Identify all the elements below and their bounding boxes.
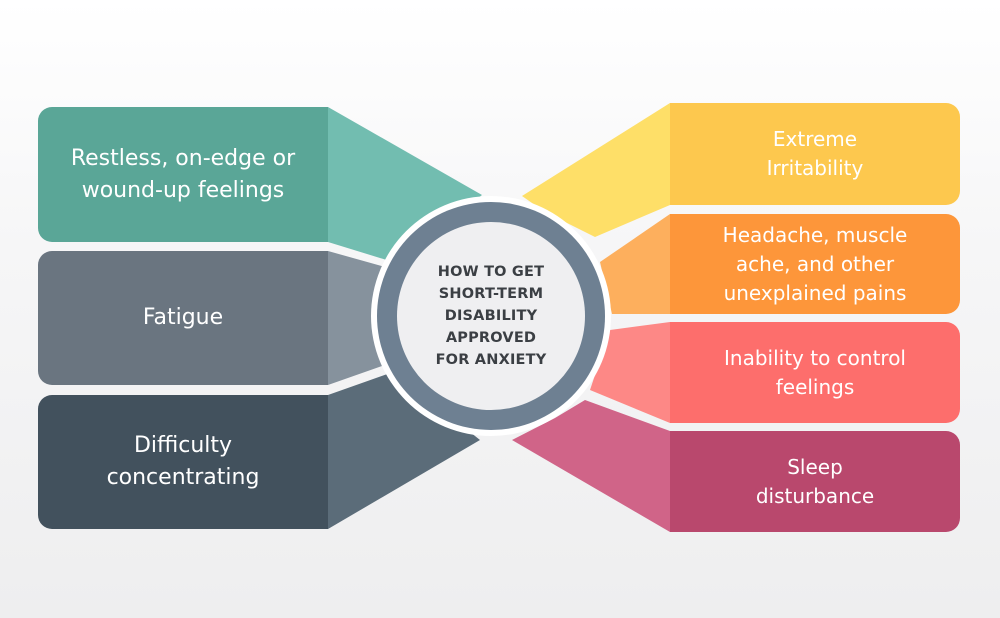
symptom-label: Restless, on-edge or wound-up feelings [70, 145, 296, 203]
symptom-label: Fatigue [142, 305, 224, 330]
wedge-irritability [522, 103, 670, 237]
wedge-headache [600, 214, 670, 314]
wedge-sleep [512, 400, 670, 532]
diagram-title: HOW TO GET SHORT-TERM DISABILITY APPROVE… [435, 264, 547, 368]
wedge-inability [590, 322, 670, 423]
wedge-fatigue [328, 251, 385, 385]
symptom-box-sleep: Sleep disturbance [670, 431, 960, 532]
symptom-box-fatigue: Fatigue [38, 251, 328, 385]
symptom-box-difficulty: Difficulty concentrating [38, 395, 328, 529]
symptom-label: Inability to control feelings [724, 345, 906, 399]
center-inner: HOW TO GET SHORT-TERM DISABILITY APPROVE… [397, 222, 585, 410]
symptom-label: Extreme Irritability [766, 127, 864, 180]
symptom-box-inability: Inability to control feelings [670, 322, 960, 423]
symptom-label: Sleep disturbance [755, 454, 875, 508]
center-circle: HOW TO GET SHORT-TERM DISABILITY APPROVE… [371, 196, 611, 436]
symptom-box-headache: Headache, muscle ache, and other unexpla… [670, 214, 960, 314]
symptom-box-restless: Restless, on-edge or wound-up feelings [38, 107, 328, 242]
symptom-label: Headache, muscle ache, and other unexpla… [722, 222, 908, 305]
symptom-box-irritability: Extreme Irritability [670, 103, 960, 205]
symptom-label: Difficulty concentrating [106, 433, 260, 490]
